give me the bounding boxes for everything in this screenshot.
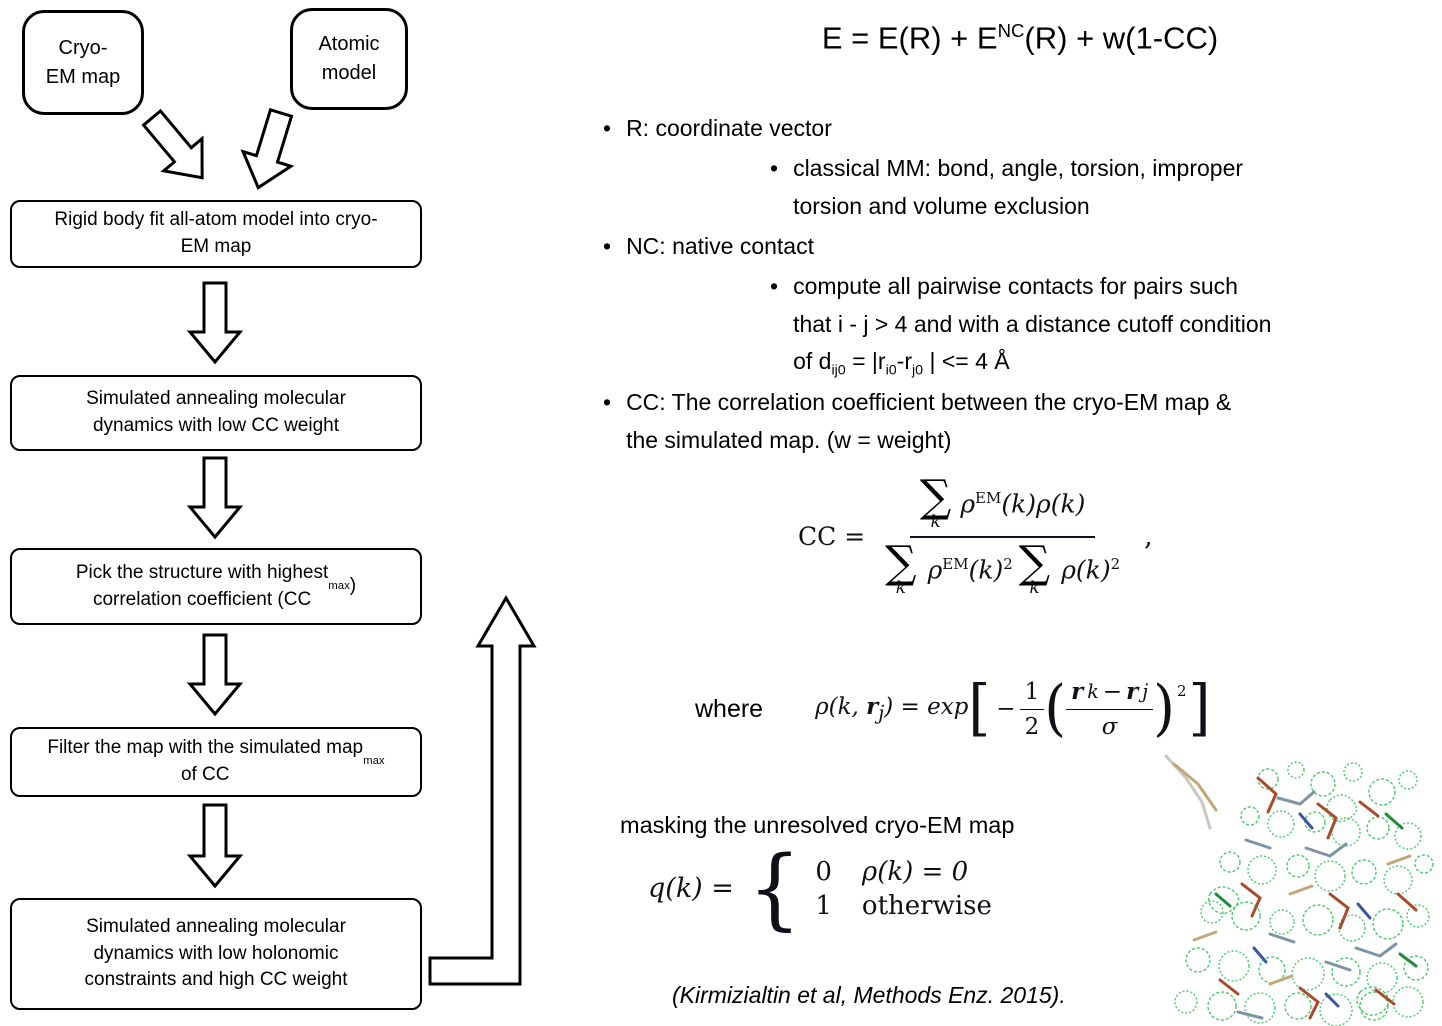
bullet-marker: • [770, 273, 779, 299]
arrow-cryo-to-fit-icon [141, 108, 204, 180]
bullet-text: NC: native contact [626, 233, 814, 259]
right-paren: ) [1153, 672, 1176, 744]
cc-fraction: ∑ k ρEM(k)ρ(k) ∑ k ρEM(k)2 ∑ k ρ(k)2 [875, 471, 1130, 599]
masking-note: masking the unresolved cryo-EM map [620, 812, 1015, 838]
citation: (Kirmizialtin et al, Methods Enz. 2015). [672, 982, 1066, 1008]
bullet-text: R: coordinate vector [626, 115, 832, 141]
rho-lhs: ρ(k, rj) = exp [815, 693, 969, 725]
atomic-sticks [1164, 754, 1418, 1020]
where-label: where [695, 694, 764, 723]
box-filter-map: Filter the map with the simulated map of… [10, 727, 422, 797]
cc-denominator-term-2: ρ(k)2 [1061, 555, 1121, 585]
bullet-marker: • [603, 233, 612, 259]
bullet-text: classical MM: bond, angle, torsion, impr… [793, 155, 1244, 219]
case-value: 0 [815, 856, 832, 887]
box-atomic-model: Atomic model [290, 8, 408, 110]
bullet-text: compute all pairwise contacts for pairs … [793, 273, 1272, 380]
cases-rows: 0 ρ(k) = 0 1 otherwise [815, 857, 992, 921]
bullet-pairwise-contacts: • compute all pairwise contacts for pair… [770, 268, 1271, 383]
cc-equation-lhs: CC = [798, 522, 866, 552]
flowchart-arrows [141, 107, 537, 986]
case-condition: ρ(k) = 0 [861, 856, 969, 887]
bullet-marker: • [770, 155, 779, 181]
cc-denominator-term-1: ρEM(k)2 [927, 555, 1013, 585]
bullet-cc-definition: • CC: The correlation coefficient betwee… [603, 384, 1231, 459]
cc-equation-comma: , [1144, 521, 1153, 553]
box-sa-md-low-cc: Simulated annealing molecular dynamics w… [10, 375, 422, 451]
loop-back-arrow-icon [428, 595, 537, 986]
cc-equation: CC = ∑ k ρEM(k)ρ(k) ∑ k ρEM(k)2 ∑ k [798, 471, 1153, 599]
bullet-marker: • [603, 389, 612, 415]
energy-equation: E = E(R) + ENC(R) + w(1-CC) [821, 20, 1219, 56]
cases-brace: { [747, 836, 802, 940]
arrow-down-3-icon [186, 633, 244, 717]
case-row: 1 otherwise [815, 891, 992, 921]
arrow-down-4-icon [186, 803, 244, 889]
box-cryo-em-map: Cryo- EM map [22, 10, 144, 115]
left-paren: ( [1044, 672, 1067, 744]
sum-operator-icon: ∑ k [919, 471, 952, 533]
box-pick-structure: Pick the structure with highest correlat… [10, 548, 422, 625]
box-rigid-body-fit: Rigid body fit all-atom model into cryo-… [10, 200, 422, 268]
bullet-marker: • [603, 115, 612, 141]
molecule-density-image [1164, 754, 1434, 1026]
bullet-text: CC: The correlation coefficient between … [626, 389, 1232, 453]
bullet-classical-mm: • classical MM: bond, angle, torsion, im… [770, 150, 1243, 225]
q-equation-lhs: q(k) = [648, 873, 734, 905]
case-row: 0 ρ(k) = 0 [815, 857, 992, 887]
squared-exponent: 2 [1177, 682, 1187, 700]
one-half-fraction: 1 2 [1019, 679, 1045, 740]
box-sa-md-high-cc: Simulated annealing molecular dynamics w… [10, 898, 422, 1010]
arrow-down-2-icon [186, 456, 244, 540]
sum-operator-icon: ∑ k [1018, 536, 1051, 599]
arrow-model-to-fit-icon [240, 107, 295, 190]
bullet-nc-native-contact: • NC: native contact [603, 228, 814, 266]
q-equation: q(k) = { 0 ρ(k) = 0 1 otherwise [648, 836, 992, 940]
sum-operator-icon: ∑ k [885, 536, 917, 599]
case-condition: otherwise [861, 890, 992, 921]
cc-numerator-terms: ρEM(k)ρ(k) [960, 489, 1086, 519]
case-value: 1 [815, 890, 832, 921]
arrow-down-1-icon [186, 281, 244, 365]
right-bracket: ] [1188, 672, 1211, 744]
bullet-r-coordinate: • R: coordinate vector [603, 110, 832, 148]
left-bracket: [ [968, 672, 991, 744]
minus-sign: − [996, 696, 1016, 722]
